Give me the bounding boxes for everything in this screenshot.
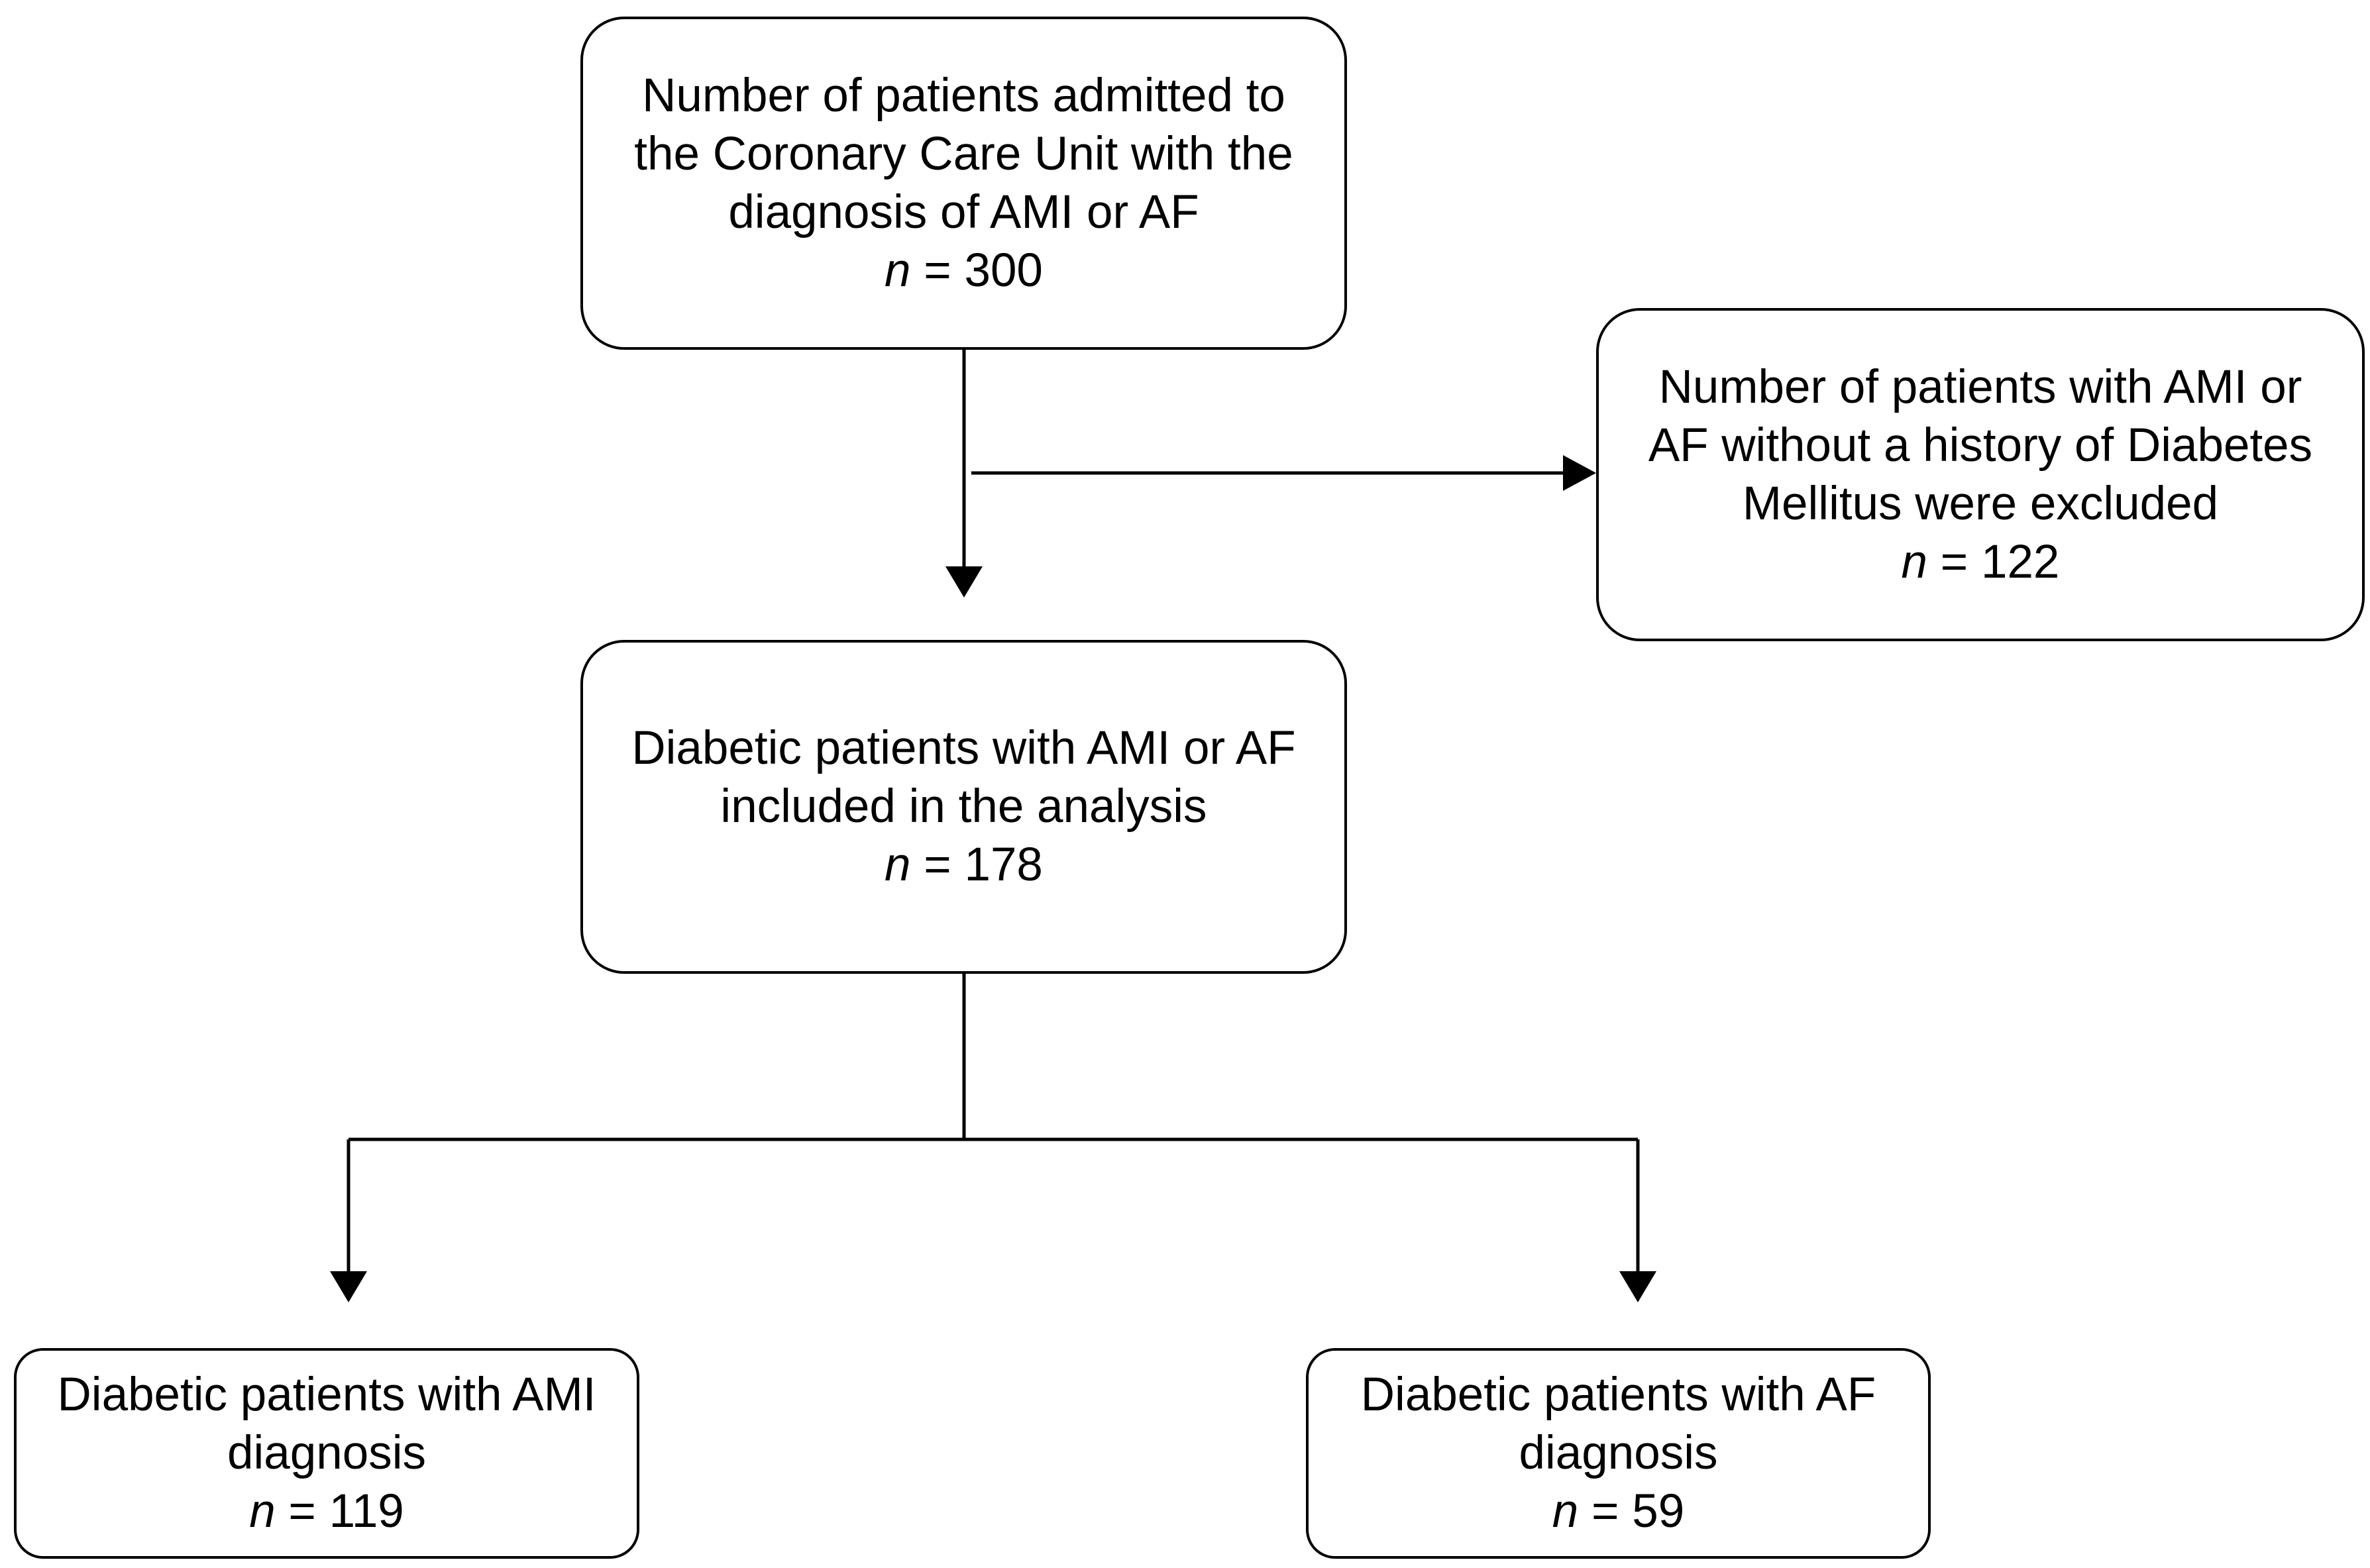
count-value: = 178 (910, 839, 1043, 891)
n-symbol: n (249, 1485, 276, 1538)
node-admitted-line-2: the Coronary Care Unit with the (634, 127, 1293, 180)
count-value: = 300 (910, 244, 1043, 297)
node-excluded-line-3: Mellitus were excluded (1742, 477, 2219, 530)
node-ami-count: n = 119 (249, 1483, 404, 1541)
node-af-count: n = 59 (1552, 1483, 1684, 1541)
count-value: = 59 (1578, 1485, 1685, 1538)
arrowhead-excluded (1563, 455, 1596, 491)
node-excluded-count: n = 122 (1902, 533, 2060, 592)
arrowhead-ami (330, 1271, 367, 1302)
node-excluded-line-1: Number of patients with AMI or (1658, 360, 2302, 413)
n-symbol: n (1552, 1485, 1579, 1538)
node-ami-line-1: Diabetic patients with AMI (57, 1369, 596, 1421)
arrowhead-included (945, 566, 983, 598)
node-admitted-count: n = 300 (885, 242, 1043, 300)
node-admitted-line-1: Number of patients admitted to (642, 69, 1285, 122)
node-included: Diabetic patients with AMI or AF include… (580, 640, 1347, 974)
node-included-line-1: Diabetic patients with AMI or AF (631, 722, 1296, 774)
node-admitted: Number of patients admitted to the Coron… (580, 17, 1347, 350)
node-excluded: Number of patients with AMI or AF withou… (1596, 308, 2365, 641)
n-symbol: n (885, 244, 911, 297)
arrowhead-af (1619, 1271, 1656, 1302)
node-admitted-line-3: diagnosis of AMI or AF (728, 185, 1199, 238)
node-excluded-line-2: AF without a history of Diabetes (1648, 419, 2313, 472)
count-value: = 119 (275, 1485, 404, 1538)
node-af-line-1: Diabetic patients with AF (1360, 1369, 1876, 1421)
node-included-count: n = 178 (885, 836, 1043, 894)
node-included-line-2: included in the analysis (720, 780, 1207, 833)
node-af: Diabetic patients with AF diagnosis n = … (1306, 1348, 1931, 1559)
n-symbol: n (885, 839, 911, 891)
node-ami-line-2: diagnosis (227, 1427, 426, 1479)
node-ami: Diabetic patients with AMI diagnosis n =… (14, 1348, 639, 1559)
count-value: = 122 (1927, 535, 2060, 588)
n-symbol: n (1901, 535, 1928, 588)
node-af-line-2: diagnosis (1519, 1427, 1718, 1479)
